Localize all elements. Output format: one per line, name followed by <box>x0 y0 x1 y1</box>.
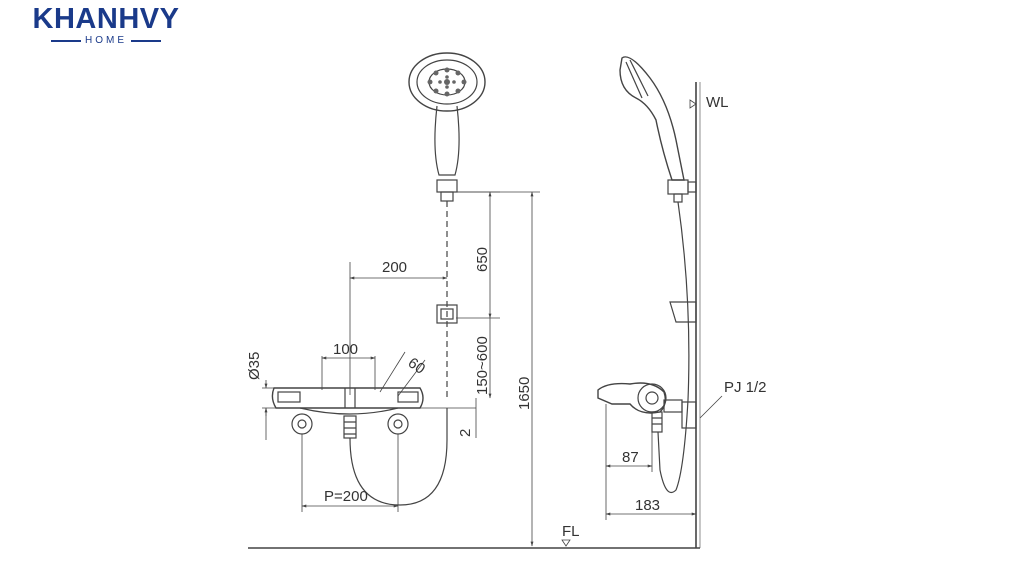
brand-tagline-row: HOME <box>6 35 206 46</box>
side-slide-bracket <box>669 301 697 323</box>
dim-87: 87 <box>622 449 639 466</box>
side-shower-head <box>619 56 697 203</box>
brand-name: KHANHVY <box>32 3 180 35</box>
dim-150-600: 150~600 <box>474 336 491 395</box>
dim-200-top: 200 <box>382 259 407 276</box>
dim-60: 60 <box>405 354 428 377</box>
front-slide-bracket <box>436 304 458 324</box>
dim-2: 2 <box>457 429 474 437</box>
dim-diameter-35: Ø35 <box>246 352 263 380</box>
label-wl: WL <box>706 94 729 111</box>
dim-650: 650 <box>474 247 491 272</box>
brand-tagline: HOME <box>85 35 127 46</box>
dim-1650: 1650 <box>516 377 533 410</box>
dim-p-200: P=200 <box>324 488 368 505</box>
front-shower-head <box>408 52 486 202</box>
label-fl: FL <box>562 523 580 540</box>
tagline-left-rule <box>51 39 81 42</box>
tagline-right-rule <box>131 39 161 42</box>
side-mixer <box>597 382 697 433</box>
dim-100: 100 <box>333 341 358 358</box>
side-hose <box>657 201 690 494</box>
brand-logo: KHANHVY HOME <box>6 4 206 48</box>
label-pj-1-2: PJ 1/2 <box>724 379 767 396</box>
dim-183: 183 <box>635 497 660 514</box>
